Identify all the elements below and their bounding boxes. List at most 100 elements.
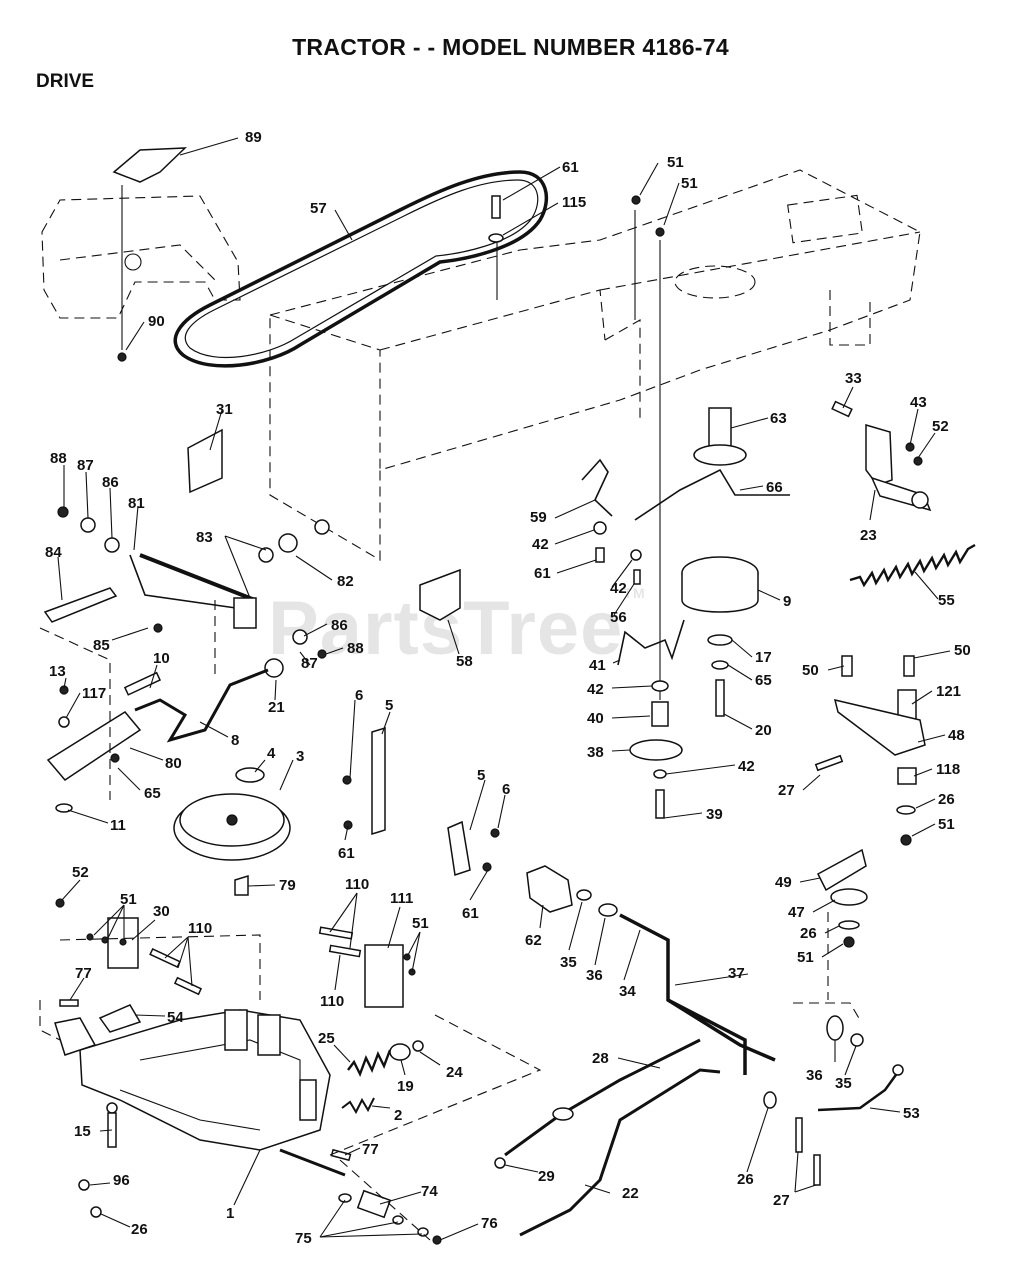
mounting-bracket-23-illustration <box>831 400 932 512</box>
brackets-5-58-illustration <box>342 568 500 876</box>
callout-19: 19 <box>397 1078 414 1095</box>
callout-110: 110 <box>345 876 369 893</box>
callout-83: 83 <box>196 529 213 546</box>
callout-110: 110 <box>188 920 212 937</box>
callout-25: 25 <box>318 1030 335 1047</box>
shift-linkage-illustration <box>494 865 904 1237</box>
callout-51: 51 <box>681 175 698 192</box>
callout-43: 43 <box>910 394 927 411</box>
drive-belt-illustration <box>173 170 549 368</box>
callout-37: 37 <box>728 965 745 982</box>
callout-22: 22 <box>622 1185 639 1202</box>
callout-56: 56 <box>610 609 627 626</box>
callout-88: 88 <box>347 640 364 657</box>
callout-17: 17 <box>755 649 772 666</box>
callout-53: 53 <box>903 1105 920 1122</box>
callout-54: 54 <box>167 1009 184 1026</box>
callout-51: 51 <box>412 915 429 932</box>
callout-27: 27 <box>773 1192 790 1209</box>
callout-labels: 89 90 57 61 115 51 51 31 88 87 86 81 84 … <box>45 129 971 1247</box>
callout-48: 48 <box>948 727 965 744</box>
callout-41: 41 <box>589 657 606 674</box>
callout-96: 96 <box>113 1172 130 1189</box>
bracket-31-illustration <box>187 428 223 494</box>
callout-35: 35 <box>560 954 577 971</box>
callout-29: 29 <box>538 1168 555 1185</box>
idler-bracket-48-illustration <box>814 655 926 948</box>
callout-52: 52 <box>72 864 89 881</box>
callout-42: 42 <box>587 681 604 698</box>
callout-86: 86 <box>102 474 119 491</box>
callout-87: 87 <box>301 655 318 672</box>
callout-33: 33 <box>845 370 862 387</box>
watermark-trademark: TM <box>623 585 646 601</box>
callout-57: 57 <box>310 200 327 217</box>
callout-50: 50 <box>954 642 971 659</box>
callout-89: 89 <box>245 129 262 146</box>
callout-38: 38 <box>587 744 604 761</box>
callout-24: 24 <box>446 1064 463 1081</box>
callout-62: 62 <box>525 932 542 949</box>
callout-115: 115 <box>562 194 586 211</box>
callout-61: 61 <box>338 845 355 862</box>
callout-59: 59 <box>530 509 547 526</box>
callout-81: 81 <box>128 495 145 512</box>
callout-3: 3 <box>296 748 304 765</box>
callout-118: 118 <box>936 761 960 778</box>
callout-55: 55 <box>938 592 955 609</box>
bolt-61-illustration <box>488 195 504 243</box>
callout-61: 61 <box>534 565 551 582</box>
callout-2: 2 <box>394 1107 402 1124</box>
callout-28: 28 <box>592 1050 609 1067</box>
callout-51: 51 <box>667 154 684 171</box>
callout-65: 65 <box>144 785 161 802</box>
section-label: DRIVE <box>36 71 95 92</box>
idler-arm-illustration <box>46 671 162 813</box>
callout-74: 74 <box>421 1183 438 1200</box>
callout-75: 75 <box>295 1230 312 1247</box>
callout-77: 77 <box>75 965 92 982</box>
callout-23: 23 <box>860 527 877 544</box>
callout-26: 26 <box>800 925 817 942</box>
callout-51: 51 <box>120 891 137 908</box>
callout-117: 117 <box>82 685 106 702</box>
callout-36: 36 <box>806 1067 823 1084</box>
callout-61: 61 <box>462 905 479 922</box>
callout-30: 30 <box>153 903 170 920</box>
callout-26: 26 <box>737 1171 754 1188</box>
hardware-center-illustration <box>318 926 416 1008</box>
callout-76: 76 <box>481 1215 498 1232</box>
callout-58: 58 <box>456 653 473 670</box>
pulley-illustration <box>173 767 291 896</box>
guide-lines <box>39 600 861 1241</box>
callout-10: 10 <box>153 650 170 667</box>
callout-47: 47 <box>788 904 805 921</box>
callout-15: 15 <box>74 1123 91 1140</box>
clutch-illustration <box>681 407 759 717</box>
hardware-left-illustration <box>55 898 203 1033</box>
brake-linkage-illustration <box>43 506 330 743</box>
callout-40: 40 <box>587 710 604 727</box>
callout-11: 11 <box>110 817 126 834</box>
callout-36: 36 <box>586 967 603 984</box>
callout-61: 61 <box>562 159 579 176</box>
callout-21: 21 <box>268 699 285 716</box>
callout-66: 66 <box>766 479 783 496</box>
callout-26: 26 <box>938 791 955 808</box>
callout-42: 42 <box>610 580 627 597</box>
callout-51: 51 <box>938 816 955 833</box>
callout-82: 82 <box>337 573 354 590</box>
callout-90: 90 <box>148 313 165 330</box>
callout-86: 86 <box>331 617 348 634</box>
callout-85: 85 <box>93 637 110 654</box>
callout-87: 87 <box>77 457 94 474</box>
page-title: TRACTOR - - MODEL NUMBER 4186-74 <box>292 34 729 60</box>
spring-illustration <box>849 543 976 588</box>
callout-8: 8 <box>231 732 239 749</box>
callout-27: 27 <box>778 782 795 799</box>
callout-39: 39 <box>706 806 723 823</box>
callout-6: 6 <box>355 687 363 704</box>
callout-26: 26 <box>131 1221 148 1238</box>
